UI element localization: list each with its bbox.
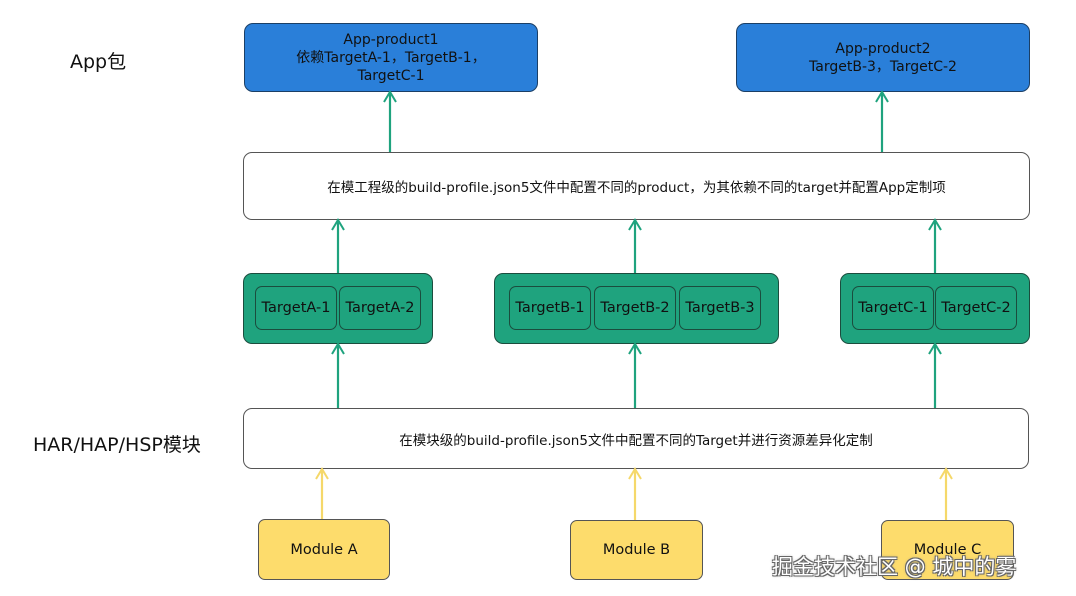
module-b-label: Module B [602,542,671,558]
target-c1-label: TargetC-1 [858,300,928,316]
module-a-label: Module A [290,541,358,558]
module-config-box: 在模块级的build-profile.json5文件中配置不同的Target并进… [243,408,1029,469]
target-a1-box: TargetA-1 [255,286,337,330]
module-a-box: Module A [258,519,390,580]
module-layer-label: HAR/HAP/HSP模块 [33,434,201,456]
module-b-box: Module B [570,520,703,580]
app-product2-deps: TargetB-3，TargetC-2 [809,58,957,75]
target-b2-box: TargetB-2 [594,286,676,330]
arrow-module-config-to-group-a [331,342,345,408]
arrow-config-to-product1 [383,90,397,152]
arrow-group-b-to-config [628,218,642,273]
app-product2-title: App-product2 [835,40,931,57]
project-config-box: 在模工程级的build-profile.json5文件中配置不同的product… [243,152,1030,220]
target-b3-box: TargetB-3 [679,286,761,330]
app-product2-box: App-product2 TargetB-3，TargetC-2 [736,23,1030,92]
arrow-module-config-to-group-c [928,342,942,408]
target-a1-label: TargetA-1 [261,300,331,316]
app-product1-deps: 依赖TargetA-1，TargetB-1， [296,49,486,66]
arrow-group-c-to-config [928,218,942,273]
project-config-text: 在模工程级的build-profile.json5文件中配置不同的product… [327,180,946,196]
app-package-label: App包 [70,51,127,73]
watermark: 掘金技术社区 @ 城中的雾 [772,555,1017,579]
target-c2-label: TargetC-2 [941,300,1011,316]
arrow-module-a-to-config [315,467,329,519]
target-a2-label: TargetA-2 [345,300,415,316]
target-c1-box: TargetC-1 [852,286,934,330]
arrow-config-to-product2 [875,90,889,152]
target-b1-box: TargetB-1 [509,286,591,330]
app-product1-title: App-product1 [343,31,439,48]
target-b1-label: TargetB-1 [515,300,585,316]
module-c-box: Module C [881,520,1014,580]
target-a2-box: TargetA-2 [339,286,421,330]
target-c2-box: TargetC-2 [935,286,1017,330]
module-config-text: 在模块级的build-profile.json5文件中配置不同的Target并进… [399,432,873,449]
app-product1-box: App-product1 依赖TargetA-1，TargetB-1， Targ… [244,23,538,92]
app-product1-deps-cont: TargetC-1 [357,67,425,84]
arrow-module-config-to-group-b [628,342,642,408]
target-b3-label: TargetB-3 [685,300,755,316]
arrow-group-a-to-config [331,218,345,273]
target-b2-label: TargetB-2 [600,300,670,316]
module-c-label: Module C [913,542,982,558]
arrow-module-b-to-config [628,467,642,520]
arrow-module-c-to-config [939,467,953,520]
